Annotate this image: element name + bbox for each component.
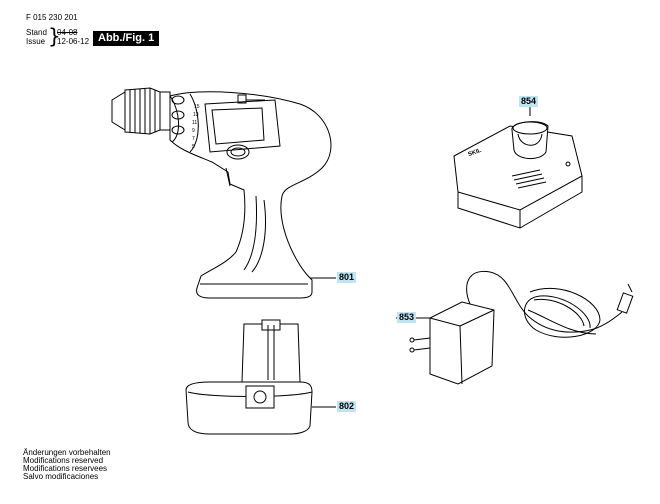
document-number: F 015 230 201 (26, 13, 78, 22)
svg-text:15: 15 (194, 104, 200, 110)
svg-text:5: 5 (192, 144, 195, 150)
part-label-853: 853 (397, 312, 417, 323)
note-en: Modifications reserved (23, 456, 104, 465)
part-label-854: 854 (519, 96, 539, 107)
svg-text:13: 13 (193, 112, 199, 118)
old-date: 04-08 (57, 28, 78, 37)
svg-text:9: 9 (192, 128, 195, 134)
adapter-illustration (396, 270, 634, 385)
part-label-802: 802 (337, 401, 357, 412)
stand-issue-labels: Stand Issue (26, 28, 47, 46)
part-label-801: 801 (337, 272, 357, 283)
figure-label: Abb./Fig. 1 (93, 31, 160, 46)
issue-label: Issue (26, 37, 46, 46)
drill-chuck (111, 87, 171, 135)
brace-glyph: } (48, 24, 61, 48)
revision-dates: 04-08 12-06-12 (57, 28, 89, 46)
battery-illustration (185, 319, 336, 435)
new-date: 12-06-12 (57, 37, 90, 46)
svg-text:7: 7 (192, 136, 195, 142)
svg-text:11: 11 (192, 120, 197, 126)
note-es: Salvo modificaciones (23, 472, 99, 481)
footer-notes: Änderungen vorbehalten Modifications res… (23, 449, 111, 481)
stand-label: Stand (26, 28, 47, 37)
drill-housing (169, 91, 332, 299)
charger-illustration (453, 105, 583, 229)
drill-illustration: 15 13 11 9 7 5 (111, 87, 336, 299)
note-fr: Modifications reservees (23, 464, 108, 473)
note-de: Änderungen vorbehalten (23, 448, 111, 457)
